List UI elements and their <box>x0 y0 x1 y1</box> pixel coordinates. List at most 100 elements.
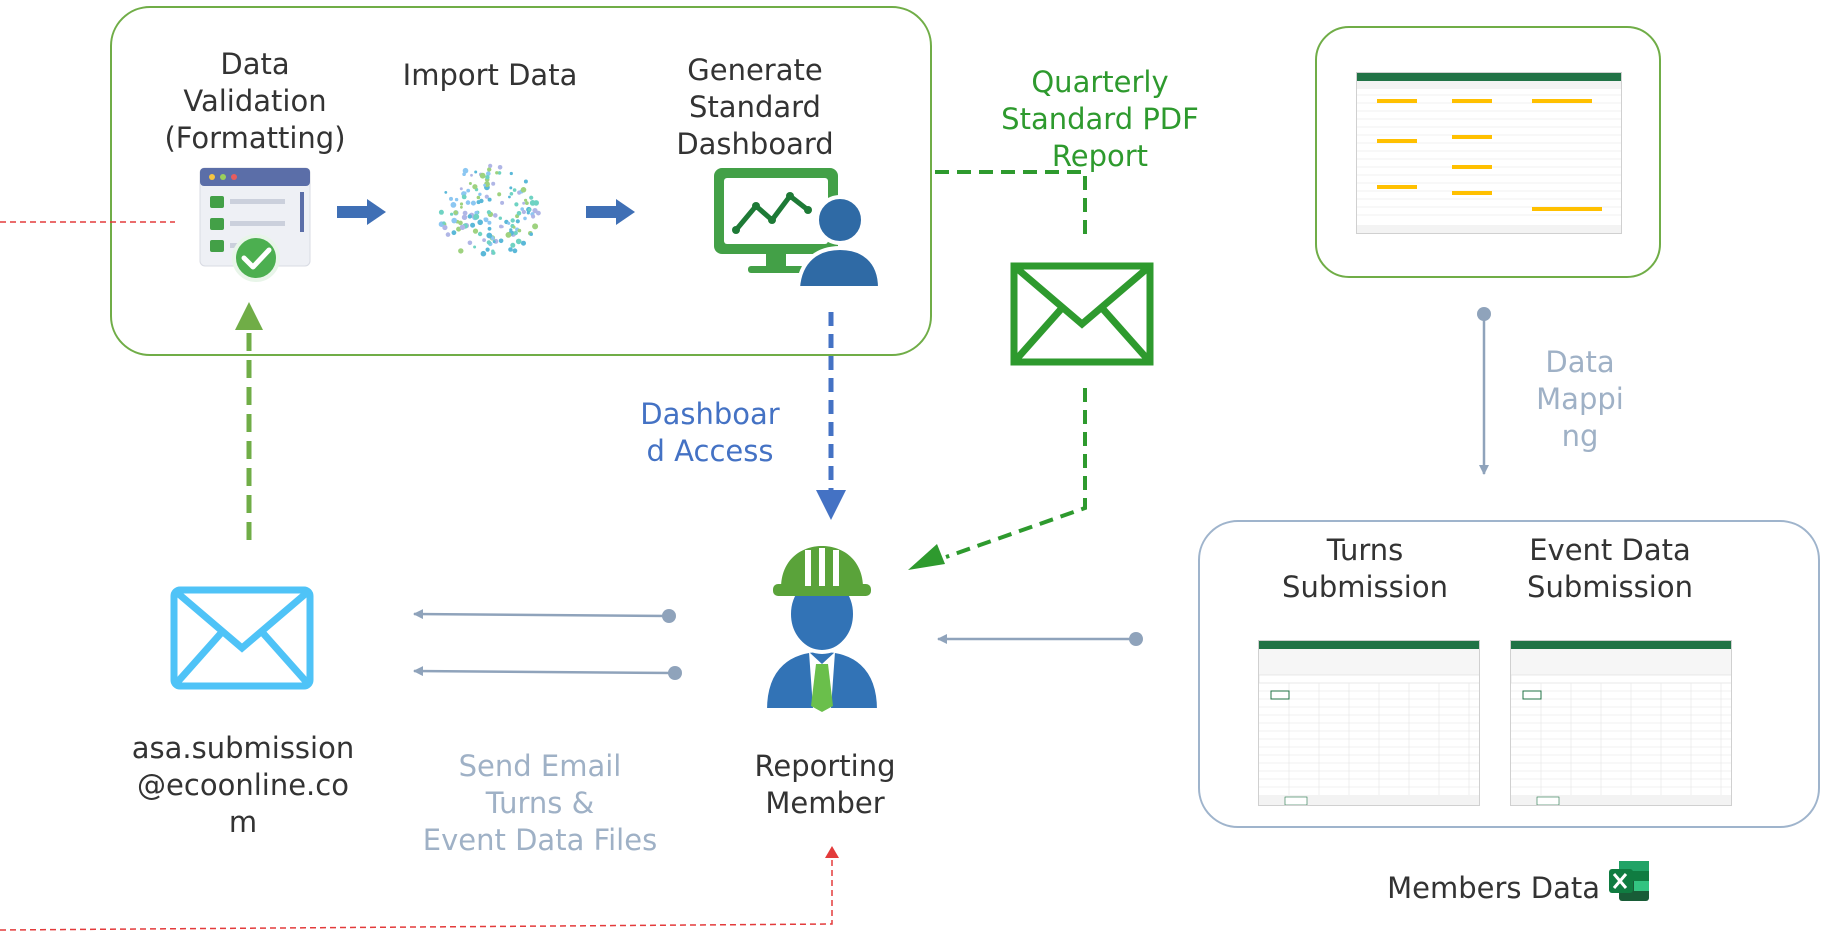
scatter-dot <box>442 221 446 225</box>
scatter-dot <box>438 209 444 215</box>
label-event-data-submission: Event Data Submission <box>1527 533 1693 604</box>
scatter-dot <box>477 231 483 237</box>
scatter-dot <box>474 170 478 174</box>
scatter-dot <box>454 197 459 202</box>
scatter-dot <box>482 238 486 242</box>
scatter-dot <box>508 247 513 252</box>
label-dashboard-access: Dashboar d Access <box>640 397 780 468</box>
scatter-dot <box>512 248 518 254</box>
scatter-dot <box>487 226 492 231</box>
scatter-dot <box>476 195 481 200</box>
envelope-icon <box>1010 262 1154 366</box>
scatter-dot <box>497 165 503 170</box>
scatter-dot <box>521 209 526 215</box>
scatter-dot <box>536 210 541 216</box>
members-data-box <box>1198 520 1820 828</box>
label-generate-dashboard: Generate Standard Dashboard <box>676 53 834 161</box>
scatter-dot <box>466 188 471 193</box>
scatter-dot <box>487 167 492 172</box>
scatter-dot <box>497 171 502 175</box>
worker-hardhat-icon <box>762 546 882 712</box>
scatter-dot <box>520 187 527 193</box>
scatter-dot <box>450 202 457 208</box>
scatter-dot <box>509 228 513 232</box>
scatter-dot <box>465 200 471 205</box>
scatter-dot <box>521 240 526 246</box>
scatter-dot <box>470 200 476 206</box>
label-data-mapping: Data Mappi ng <box>1536 345 1624 453</box>
scatter-dot <box>491 251 496 255</box>
scatter-dot <box>473 245 477 249</box>
scatter-dot <box>505 232 512 238</box>
scatter-dot <box>523 216 527 221</box>
scatter-dot <box>442 224 448 231</box>
scatter-dot <box>467 214 472 219</box>
scatter-dot <box>486 240 492 245</box>
green-arrowhead-up <box>235 302 263 330</box>
scatter-dot <box>461 214 468 220</box>
scatter-dot <box>531 214 536 219</box>
scatter-dot <box>468 182 472 185</box>
scatter-dot <box>508 195 511 199</box>
scatter-dot <box>532 223 539 230</box>
green-dashed-report-bottom <box>945 388 1087 559</box>
scatter-dot <box>470 222 476 228</box>
excel-logo-icon <box>1609 861 1649 901</box>
scatter-dot <box>514 202 519 207</box>
scatter-dot <box>449 196 453 201</box>
scatter-dot <box>458 248 464 254</box>
scatter-dot <box>459 202 464 206</box>
scatter-dot <box>516 211 522 216</box>
scatter-dot <box>493 213 498 218</box>
scatter-dot <box>497 192 502 197</box>
scatter-dot <box>463 191 467 195</box>
scatter-dot <box>523 179 528 184</box>
scatter-dot <box>513 230 518 236</box>
scatter-dot <box>526 211 530 215</box>
scatter-dot <box>451 230 457 236</box>
mapping-spreadsheet-preview <box>1356 72 1622 234</box>
scatter-dot <box>462 210 468 216</box>
scatter-dot <box>483 217 487 221</box>
scatter-dot <box>483 183 486 187</box>
envelope-icon <box>170 586 314 690</box>
scatter-dot <box>486 232 493 239</box>
monitor-chart-user-icon <box>714 168 882 290</box>
scatter-dot <box>512 225 516 229</box>
scatter-dot <box>488 163 493 168</box>
event-data-spreadsheet-preview <box>1510 640 1732 806</box>
scatter-dot <box>473 213 480 220</box>
scatter-dot <box>524 198 528 202</box>
green-dashed-report-top <box>935 170 1087 240</box>
scatter-dot <box>474 210 479 215</box>
scatter-dot <box>487 220 492 225</box>
scatter-dot <box>529 232 533 236</box>
scatter-dot <box>486 171 491 176</box>
scatter-dot <box>486 210 491 215</box>
blue-arrowhead-down <box>816 490 846 520</box>
scatter-dot <box>453 210 458 215</box>
scatter-dot <box>460 205 463 209</box>
green-arrowhead-report <box>908 544 945 570</box>
arrow-import-to-dashboard <box>586 199 635 225</box>
label-import-data: Import Data <box>402 58 578 92</box>
scatter-dot <box>532 208 538 214</box>
scatter-dot <box>484 194 489 199</box>
scatter-dot <box>495 171 499 175</box>
scatter-dot <box>498 216 502 220</box>
scatter-dot <box>512 188 517 192</box>
scatter-dot <box>510 218 515 223</box>
scatter-dot <box>487 197 492 202</box>
scatter-dot <box>520 207 524 211</box>
scatter-dot <box>529 200 536 206</box>
scatter-dot <box>458 220 463 226</box>
scatter-dot <box>499 224 503 229</box>
scatter-dot <box>476 200 481 205</box>
scatter-dot <box>459 187 463 191</box>
red-arrowhead <box>825 846 839 858</box>
scatter-dot <box>522 201 526 205</box>
label-submission-email: asa.submission @ecoonline.co m <box>131 731 355 839</box>
scatter-dot <box>492 240 496 244</box>
scatter-dot <box>509 171 513 176</box>
